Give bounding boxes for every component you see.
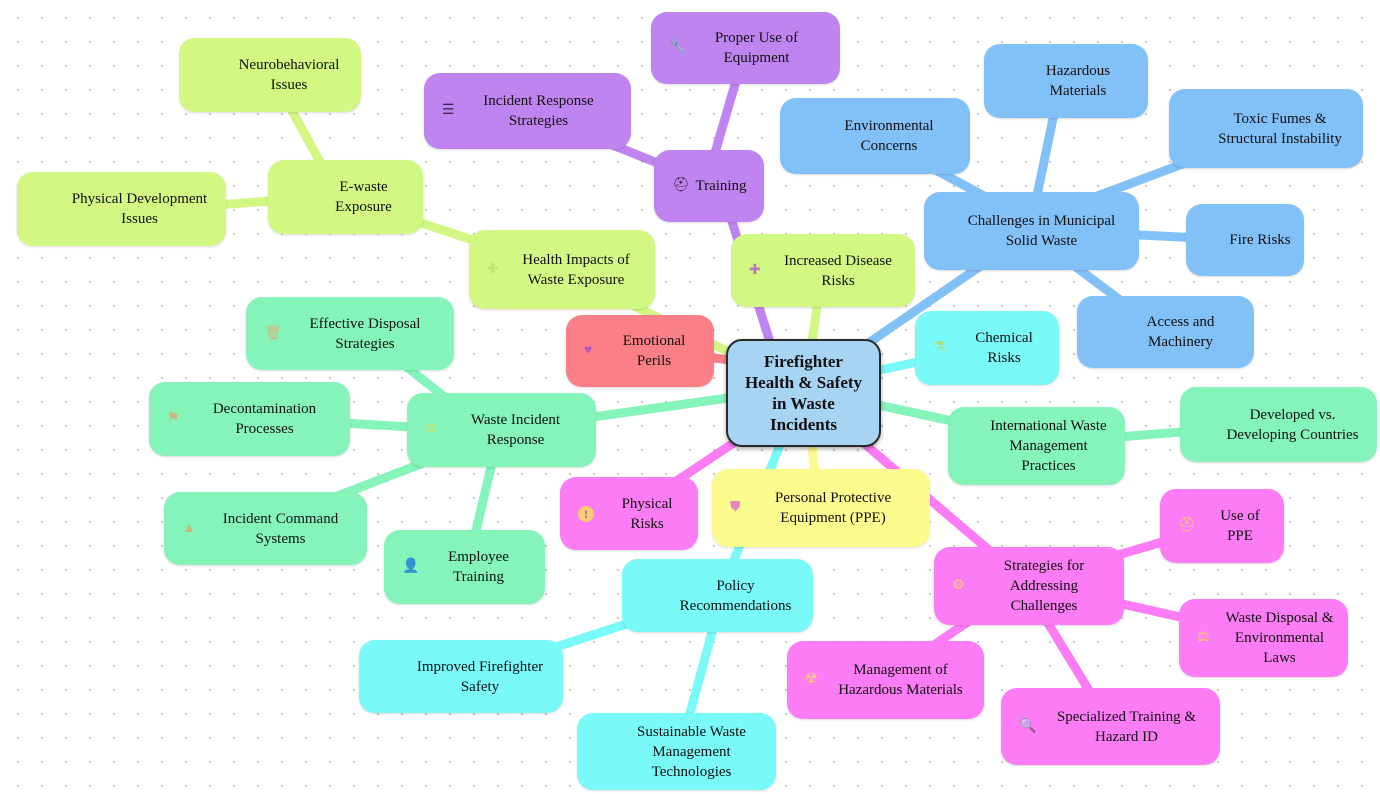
node-emotional-perils[interactable]: ♥ Emotional Perils <box>566 315 714 387</box>
hazard-icon: ☢ <box>805 672 818 687</box>
helmet-icon: ⛑ <box>1178 518 1196 533</box>
node-effective-disposal-strategies[interactable]: 🗑 Effective Disposal Strategies <box>246 297 454 370</box>
node-environmental-concerns[interactable]: Environmental Concerns <box>780 98 970 174</box>
node-use-of-ppe[interactable]: ⛑ Use of PPE <box>1160 489 1284 563</box>
node-strategies[interactable]: ⚙ Strategies for Addressing Challenges <box>934 547 1124 625</box>
heart-icon: ♥ <box>584 343 593 358</box>
node-label: Waste Disposal & Environmental Laws <box>1225 610 1334 666</box>
node-label: Health Impacts of Waste Exposure <box>522 251 630 288</box>
node-label: Incident Command Systems <box>222 510 339 547</box>
node-waste-incident-response[interactable]: ♻ Waste Incident Response <box>407 393 596 467</box>
node-proper-use-of-equipment[interactable]: 🔧 Proper Use of Equipment <box>651 12 840 84</box>
node-sustainable-technologies[interactable]: Sustainable Waste Management Technologie… <box>577 713 776 790</box>
magnifier-icon: 🔍 <box>1019 718 1037 734</box>
node-developed-vs-developing[interactable]: Developed vs. Developing Countries <box>1180 387 1377 462</box>
node-chemical-risks[interactable]: ⚗ Chemical Risks <box>915 311 1059 385</box>
node-ewaste-exposure[interactable]: E-waste Exposure <box>268 160 423 234</box>
person-icon: 👤 <box>402 559 420 574</box>
node-challenges-msw[interactable]: Challenges in Municipal Solid Waste <box>924 192 1139 270</box>
node-label: Waste Incident Response <box>470 412 561 448</box>
node-incident-response-strategies[interactable]: ☰ Incident Response Strategies <box>424 73 631 149</box>
node-label: Increased Disease Risks <box>784 252 892 289</box>
node-label: International Waste Management Practices <box>990 418 1107 474</box>
node-physical-development-issues[interactable]: Physical Development Issues <box>17 172 226 246</box>
node-fire-risks[interactable]: Fire Risks <box>1186 204 1304 276</box>
root-node[interactable]: Firefighter Health & Safety in Waste Inc… <box>726 339 881 447</box>
node-physical-risks[interactable]: ! Physical Risks <box>560 477 698 550</box>
node-label: Effective Disposal Strategies <box>309 315 421 352</box>
node-label: Proper Use of Equipment <box>714 30 799 66</box>
node-label: Physical Risks <box>621 495 673 532</box>
node-international-practices[interactable]: International Waste Management Practices <box>948 407 1125 485</box>
node-label: E-waste Exposure <box>335 179 392 215</box>
node-label: Physical Development Issues <box>71 191 208 227</box>
node-toxic-fumes[interactable]: Toxic Fumes & Structural Instability <box>1169 89 1363 168</box>
flask-icon: ⚗ <box>933 340 946 355</box>
node-management-hazardous[interactable]: ☢ Management of Hazardous Materials <box>787 641 984 719</box>
node-label: Personal Protective Equipment (PPE) <box>774 490 892 526</box>
root-label: Firefighter Health & Safety in Waste Inc… <box>744 352 863 434</box>
node-waste-disposal-laws[interactable]: ⚖ Waste Disposal & Environmental Laws <box>1179 599 1348 677</box>
node-label: Use of PPE <box>1220 508 1260 544</box>
node-ppe[interactable]: ⛊ Personal Protective Equipment (PPE) <box>712 469 930 547</box>
node-label: Incident Response Strategies <box>483 93 594 129</box>
node-label: Hazardous Materials <box>1045 63 1111 99</box>
node-specialized-training[interactable]: 🔍 Specialized Training & Hazard ID <box>1001 688 1220 765</box>
node-label: Toxic Fumes & Structural Instability <box>1218 110 1342 147</box>
tools-icon: 🔧 <box>669 40 687 55</box>
node-training[interactable]: ⛑ Training <box>654 150 764 222</box>
node-hazardous-materials[interactable]: Hazardous Materials <box>984 44 1148 118</box>
flag-icon: ⚑ <box>167 411 180 426</box>
node-label: Policy Recommendations <box>679 577 792 614</box>
node-label: Sustainable Waste Management Technologie… <box>637 723 746 780</box>
scales-icon: ⚖ <box>1197 630 1210 645</box>
node-label: Management of Hazardous Materials <box>838 662 963 698</box>
node-incident-command-systems[interactable]: ▲ Incident Command Systems <box>164 492 367 565</box>
node-label: Environmental Concerns <box>844 118 934 154</box>
gears-icon: ⚙ <box>952 578 965 593</box>
node-label: Access and Machinery <box>1146 314 1215 350</box>
shield-icon: ⛊ <box>730 500 741 515</box>
warning-icon: ! <box>578 505 594 522</box>
node-label: Training <box>695 178 747 194</box>
node-label: Chemical Risks <box>975 330 1033 366</box>
helmet-icon: ⛑ <box>672 178 690 193</box>
node-label: Challenges in Municipal Solid Waste <box>967 213 1116 249</box>
node-label: Decontamination Processes <box>212 401 317 437</box>
node-increased-disease-risks[interactable]: ✚ Increased Disease Risks <box>731 234 915 307</box>
node-label: Fire Risks <box>1229 232 1291 248</box>
health-icon: ✚ <box>487 261 499 277</box>
node-neurobehavioral-issues[interactable]: Neurobehavioral Issues <box>179 38 361 112</box>
node-label: Strategies for Addressing Challenges <box>1003 558 1085 614</box>
trash-icon: 🗑 <box>264 325 282 341</box>
node-label: Developed vs. Developing Countries <box>1226 406 1359 443</box>
hierarchy-icon: ▲ <box>182 520 196 536</box>
node-label: Employee Training <box>448 549 509 585</box>
node-employee-training[interactable]: 👤 Employee Training <box>384 530 545 604</box>
node-label: Neurobehavioral Issues <box>238 57 340 93</box>
node-label: Specialized Training & Hazard ID <box>1056 708 1197 745</box>
recycle-icon: ♻ <box>425 422 438 437</box>
node-decontamination-processes[interactable]: ⚑ Decontamination Processes <box>149 382 350 456</box>
node-improved-firefighter-safety[interactable]: Improved Firefighter Safety <box>359 640 563 713</box>
node-access-and-machinery[interactable]: Access and Machinery <box>1077 296 1254 368</box>
node-label: Improved Firefighter Safety <box>416 658 544 695</box>
node-health-impacts[interactable]: ✚ Health Impacts of Waste Exposure <box>469 230 655 309</box>
node-label: Emotional Perils <box>622 333 686 369</box>
node-policy-recommendations[interactable]: Policy Recommendations <box>622 559 813 632</box>
list-icon: ☰ <box>442 103 455 118</box>
medical-cross-icon: ✚ <box>749 262 761 278</box>
